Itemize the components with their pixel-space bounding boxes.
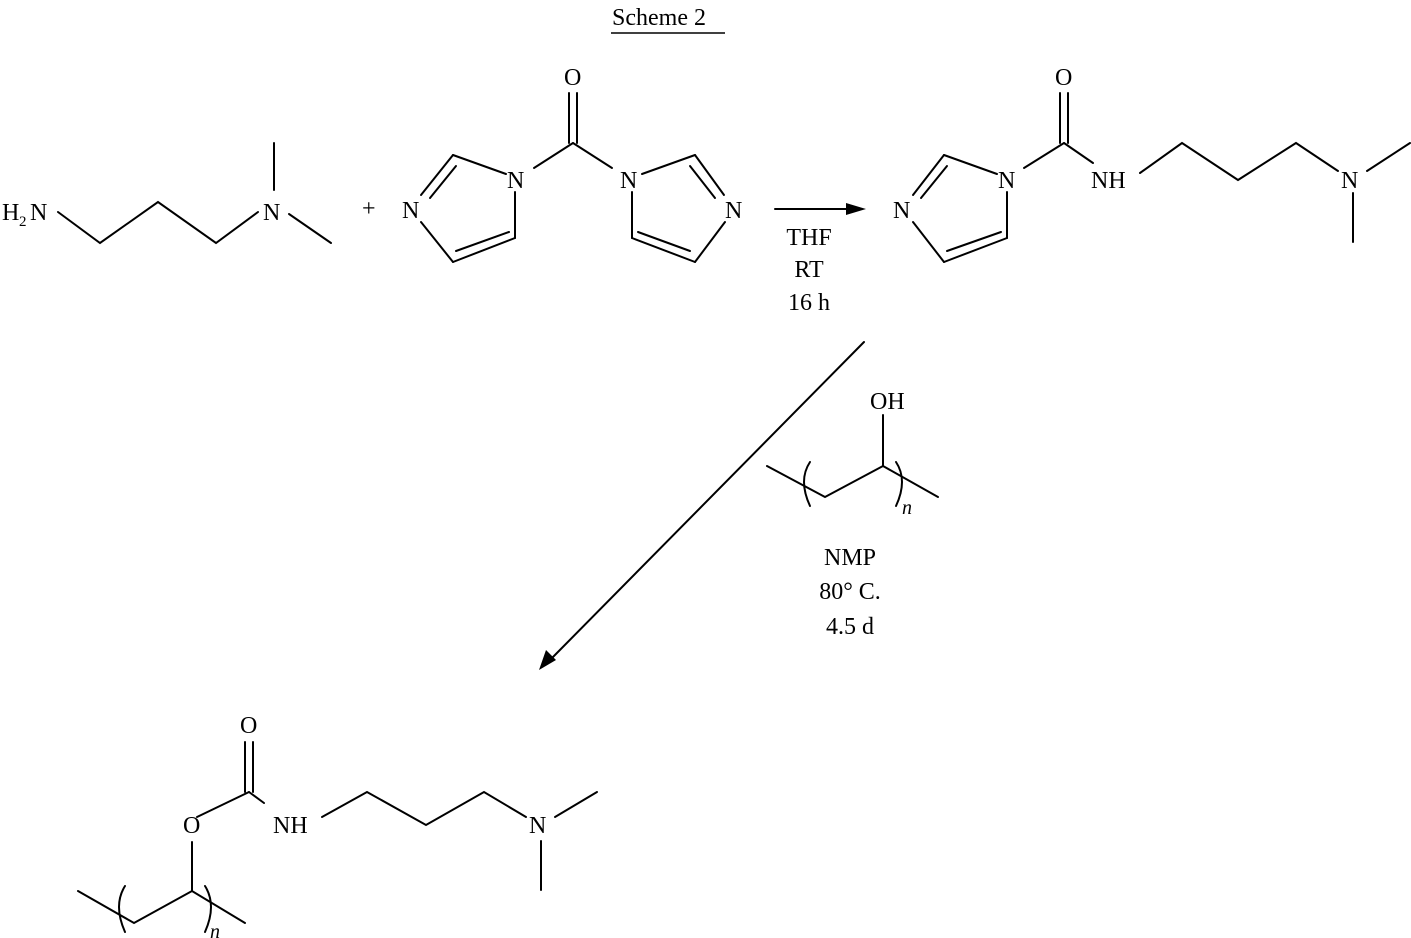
pva-backbone: [766, 464, 939, 499]
intermediate-imidazole-carboxamide: O N N NH N: [893, 65, 1411, 263]
n-label-right-ring: N: [620, 168, 637, 194]
condition-temp: RT: [794, 257, 824, 283]
scheme-title: Scheme 2: [612, 5, 706, 31]
n-label-ring-2: N: [893, 198, 910, 224]
condition-solvent: NMP: [824, 545, 876, 571]
ester-o-label: O: [183, 813, 200, 839]
h-label: H: [2, 200, 19, 226]
reactant-amine: H 2 N N: [2, 142, 332, 245]
condition-solvent: THF: [786, 225, 831, 251]
product-pva-carbamate: O O n NH N: [77, 713, 598, 938]
subscript-2: 2: [19, 214, 27, 230]
reactant-cdi: O N N N N: [402, 65, 742, 263]
n-label-left-ring-2: N: [402, 198, 419, 224]
nh-label: NH: [1091, 168, 1126, 194]
condition-time: 16 h: [788, 290, 830, 316]
arrowhead-icon: [539, 650, 556, 670]
reagent-pva: OH n NMP 80° C. 4.5 d: [766, 389, 939, 640]
n-label-ring: N: [998, 168, 1015, 194]
repeat-n: n: [210, 921, 220, 938]
n-label-left-ring: N: [507, 168, 524, 194]
repeat-n: n: [902, 497, 912, 519]
pva-backbone: [77, 889, 246, 925]
o-label: O: [1055, 65, 1072, 91]
condition-temp: 80° C.: [819, 579, 881, 605]
oh-label: OH: [870, 389, 905, 415]
reaction-arrow-2: [539, 341, 865, 670]
propyl-chain: [57, 200, 259, 245]
arrowhead-icon: [846, 203, 866, 215]
right-bracket: [204, 885, 212, 933]
nh-label: NH: [273, 813, 308, 839]
n-label: N: [30, 200, 47, 226]
amine-n-label: N: [529, 813, 546, 839]
n-label-right-ring-2: N: [725, 198, 742, 224]
right-bracket: [895, 461, 903, 507]
propyl-chain: [1139, 141, 1339, 182]
carbonyl-o-label: O: [240, 713, 257, 739]
amine-n-label: N: [1341, 168, 1358, 194]
amine-n-label: N: [263, 200, 280, 226]
left-bracket: [803, 461, 811, 507]
o-label: O: [564, 65, 581, 91]
left-bracket: [118, 885, 126, 933]
plus-sign: +: [362, 196, 376, 222]
methyl-bond-right: [288, 213, 332, 244]
condition-time: 4.5 d: [826, 614, 874, 640]
reaction-arrow-1: THF RT 16 h: [774, 203, 866, 316]
propyl-chain: [321, 790, 527, 827]
